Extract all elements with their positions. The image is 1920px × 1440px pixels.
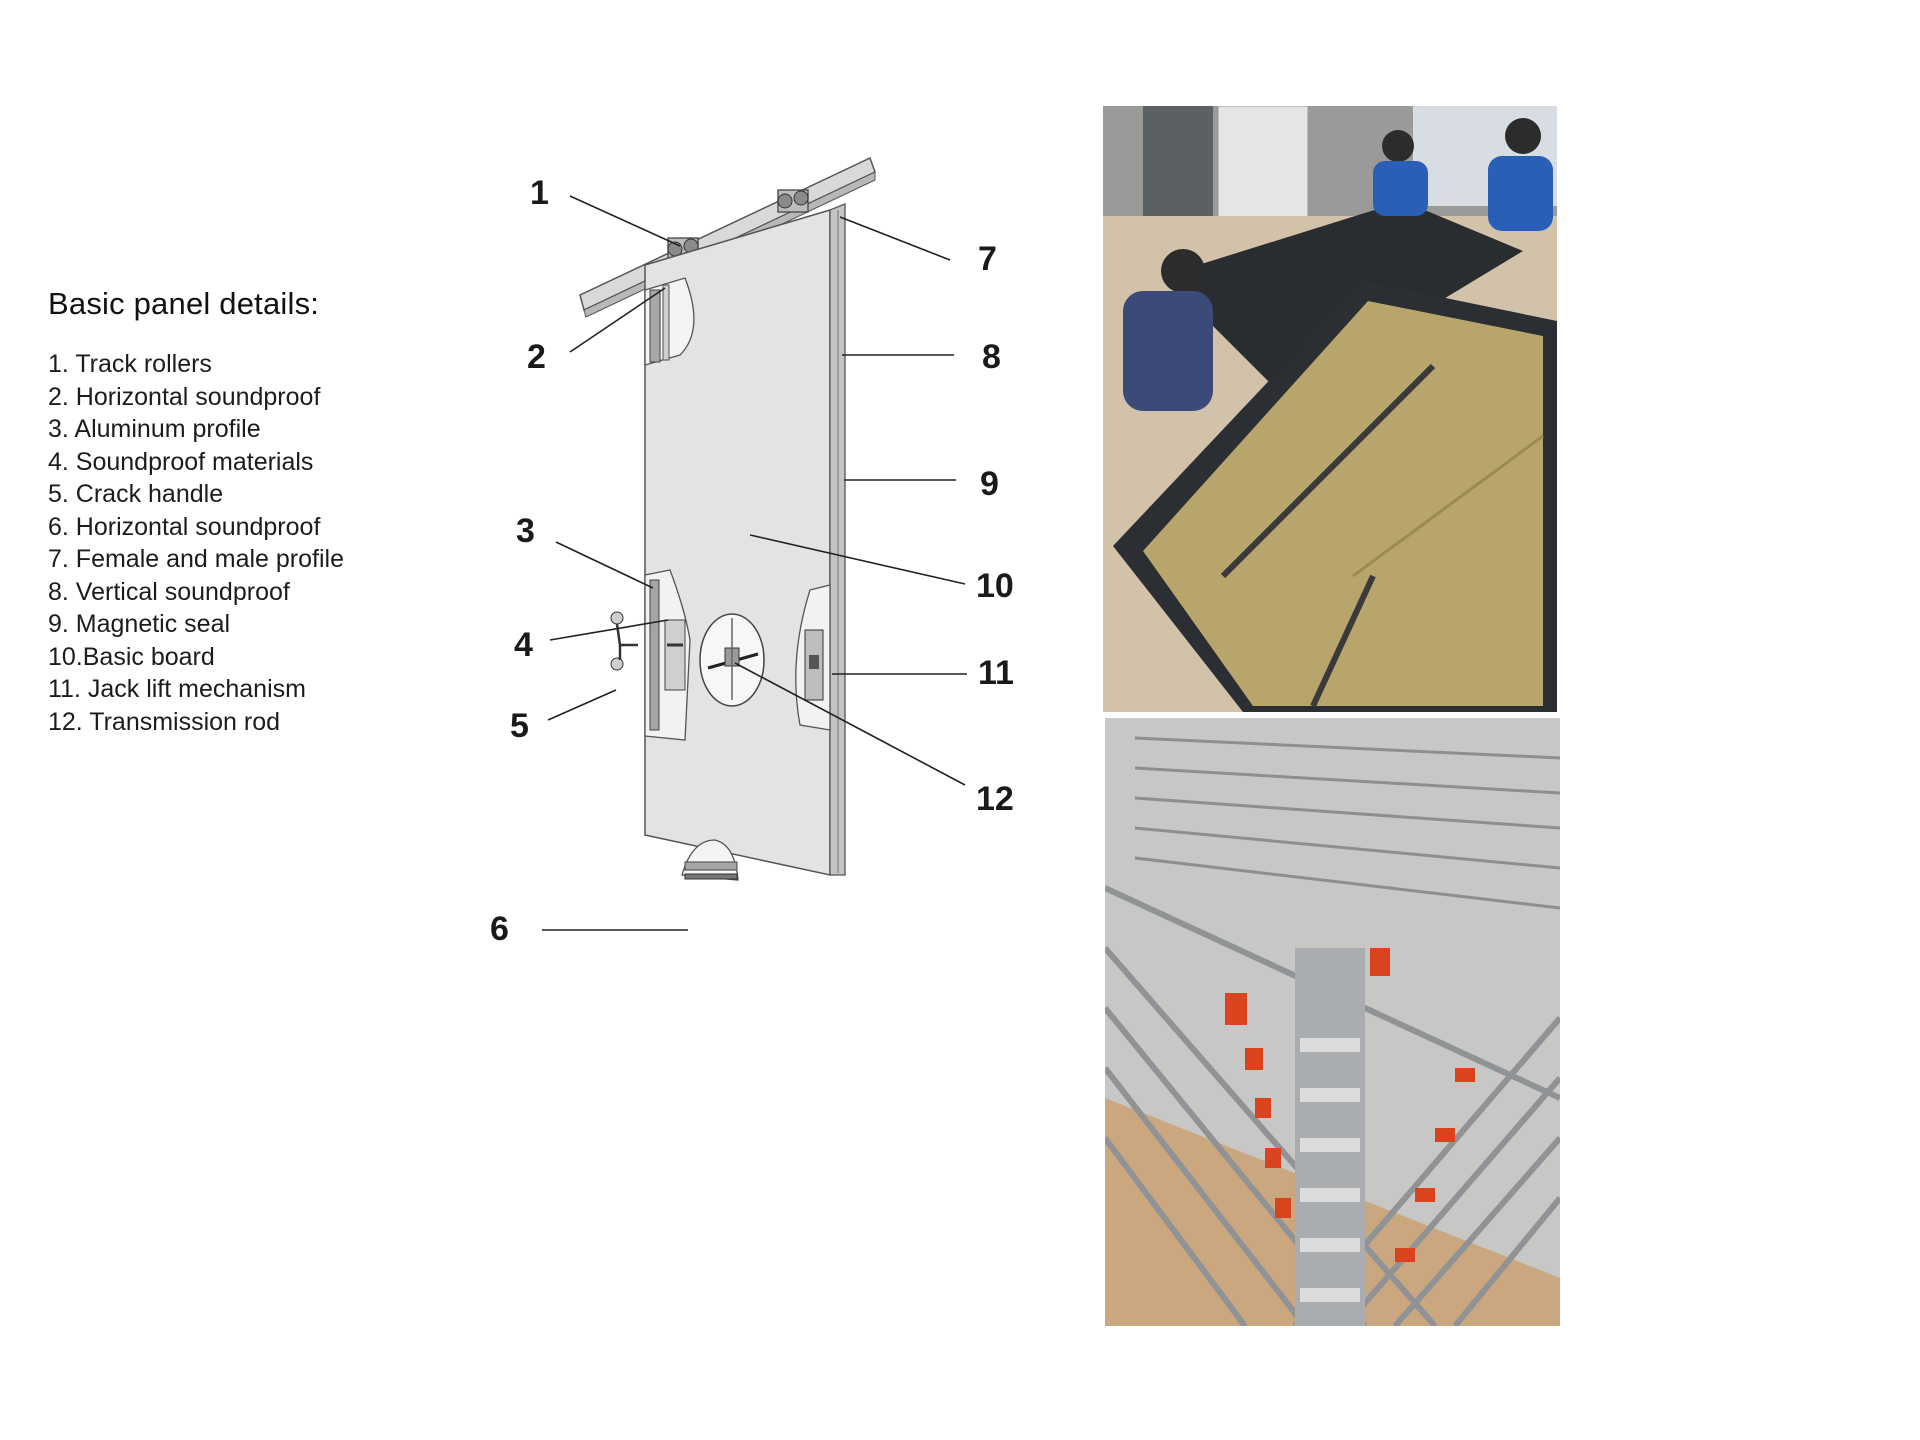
legend-item: 4. Soundproof materials xyxy=(48,447,314,476)
horizontal-soundproof-top xyxy=(644,277,695,366)
callout-5: 5 xyxy=(510,707,529,745)
legend-item: 12. Transmission rod xyxy=(48,707,281,736)
legend-item: 3. Aluminum profile xyxy=(48,415,261,443)
aluminum-frame-transmission-rods-photo xyxy=(1105,718,1560,1326)
callout-6: 6 xyxy=(490,910,509,948)
callout-12: 12 xyxy=(976,780,1014,818)
legend-item: 11. Jack lift mechanism xyxy=(48,675,306,703)
transmission-rod-cutaway xyxy=(699,613,765,707)
legend-item: 5. Crack handle xyxy=(48,480,224,508)
workers-installing-rock-wool-photo xyxy=(1103,106,1557,712)
legend-item: 9. Magnetic seal xyxy=(48,610,231,638)
crack-handle xyxy=(610,611,638,671)
aluminum-profile xyxy=(644,569,691,741)
callout-1: 1 xyxy=(530,174,549,212)
callout-2: 2 xyxy=(527,338,546,376)
callout-10: 10 xyxy=(976,567,1014,605)
legend-item: 10.Basic board xyxy=(48,642,215,671)
panel-details-legend: Basic panel details: 1. Track rollers 2.… xyxy=(48,286,468,738)
legend-item: 1. Track rollers xyxy=(48,350,212,378)
callout-8: 8 xyxy=(982,338,1001,376)
legend-title: Basic panel details: xyxy=(48,286,320,321)
legend-item: 7. Female and male profile xyxy=(48,545,344,573)
callout-7: 7 xyxy=(978,240,997,278)
callout-3: 3 xyxy=(516,512,535,550)
legend-item: 2. Horizontal soundproof xyxy=(48,382,321,411)
panel-exploded-diagram: 1 2 3 4 5 6 7 8 9 10 11 12 xyxy=(490,156,1014,948)
callout-4: 4 xyxy=(514,626,533,664)
callout-11: 11 xyxy=(978,654,1014,692)
legend-list: 1. Track rollers 2. Horizontal soundproo… xyxy=(48,348,468,738)
legend-item: 8. Vertical soundproof xyxy=(48,577,290,606)
horizontal-soundproof-bottom xyxy=(681,839,739,881)
jack-lift-mechanism xyxy=(795,584,831,731)
leader-lines xyxy=(542,195,967,931)
legend-item: 6. Horizontal soundproof xyxy=(48,512,321,541)
callout-9: 9 xyxy=(980,465,999,503)
